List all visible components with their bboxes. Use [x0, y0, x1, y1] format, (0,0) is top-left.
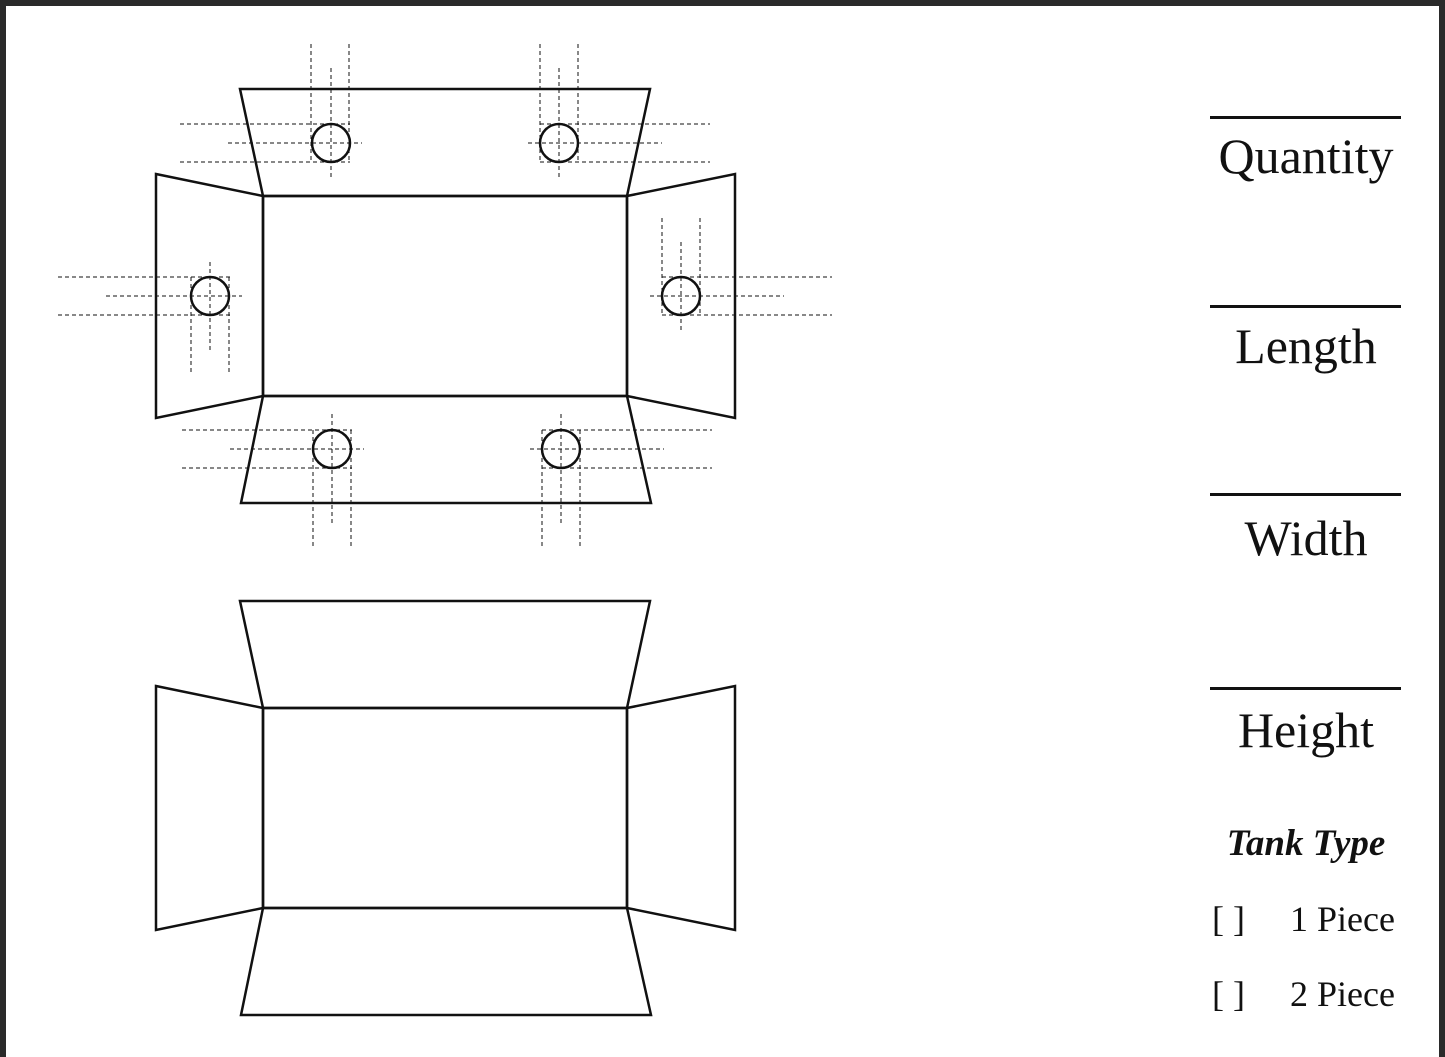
tank-type-option-2-piece[interactable]: [ ] 2 Piece — [1212, 972, 1404, 1016]
tank-right-flap — [625, 684, 737, 932]
tank-flat-pattern-with-fittings — [154, 87, 737, 505]
width-input-line[interactable] — [1210, 493, 1401, 496]
tank-bottom-flap — [239, 394, 653, 505]
height-label: Height — [1237, 702, 1375, 758]
fitting-marker — [180, 44, 362, 178]
option-label: 2 Piece — [1290, 974, 1395, 1014]
fitting-marker — [58, 262, 242, 374]
length-input-line[interactable] — [1210, 305, 1401, 308]
checkbox[interactable]: [ ] — [1212, 899, 1245, 939]
tank-type-heading: Tank Type — [1226, 823, 1386, 864]
width-label: Width — [1244, 510, 1368, 566]
fitting-marker — [528, 44, 710, 178]
height-input-line[interactable] — [1210, 687, 1401, 690]
length-label: Length — [1235, 318, 1377, 374]
option-label: 1 Piece — [1290, 899, 1395, 939]
tank-left-flap — [154, 172, 265, 420]
fitting-marker — [530, 414, 712, 548]
tank-bottom-panel — [261, 194, 629, 398]
tank-type-option-1-piece[interactable]: [ ] 1 Piece — [1212, 897, 1404, 941]
tank-bottom-flap — [239, 906, 653, 1017]
quantity-input-line[interactable] — [1210, 116, 1401, 119]
fitting-marker — [650, 218, 832, 330]
fitting-markers — [58, 44, 832, 548]
checkbox[interactable]: [ ] — [1212, 974, 1245, 1014]
tank-bottom-panel — [261, 706, 629, 910]
tank-left-flap — [154, 684, 265, 932]
tank-top-flap — [238, 599, 652, 710]
tank-right-flap — [625, 172, 737, 420]
fitting-marker — [182, 414, 364, 548]
quantity-label: Quantity — [1218, 128, 1394, 184]
tank-flat-pattern-plain — [154, 599, 737, 1017]
